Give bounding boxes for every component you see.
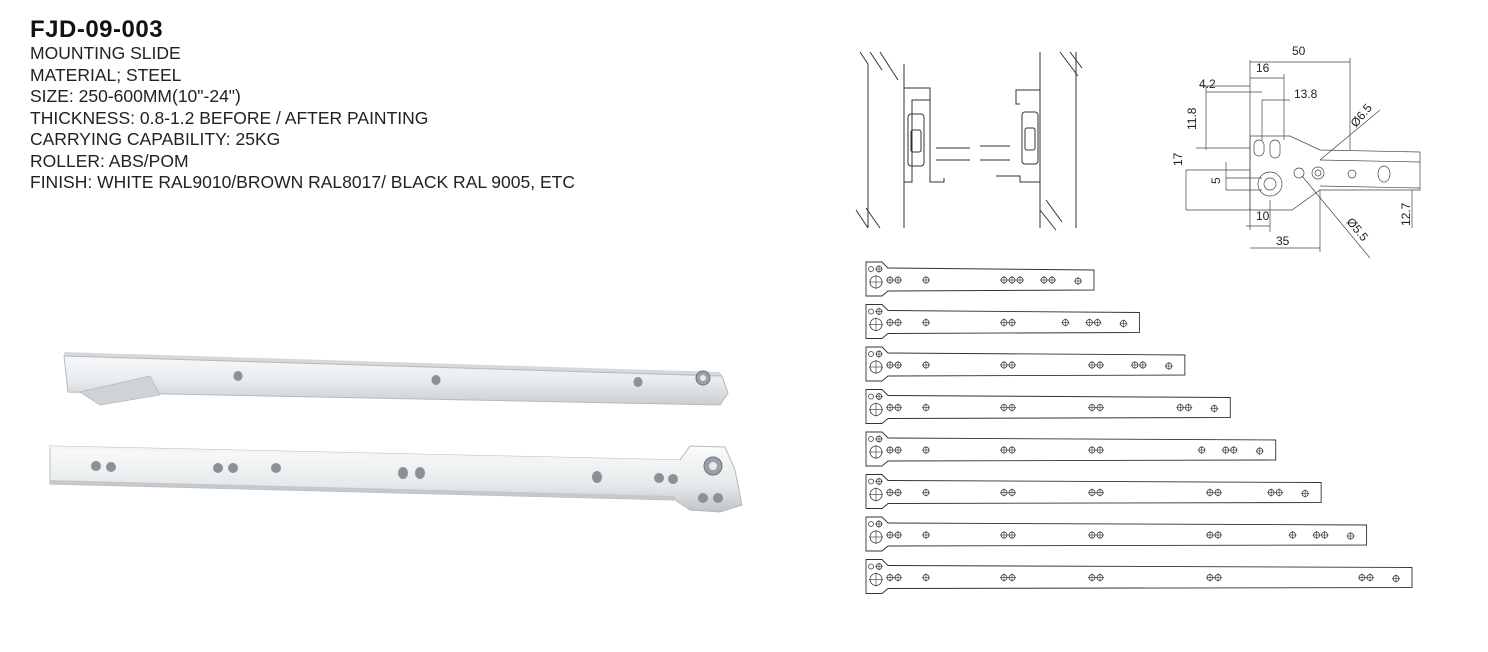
dim-label: 4.2: [1199, 77, 1216, 91]
spec-line: ROLLER: ABS/POM: [30, 150, 189, 171]
dim-label: Ø6.5: [1348, 101, 1376, 130]
rail-profile-500: [865, 474, 1322, 509]
dim-label: 5: [1209, 177, 1223, 184]
model-number: FJD-09-003: [30, 16, 164, 43]
dim-label: 17: [1171, 152, 1185, 166]
cabinet-slide-lower: [49, 445, 743, 513]
spec-line: CARRYING CAPABILITY: 25KG: [30, 129, 281, 149]
dim-label: 35: [1276, 234, 1290, 248]
spec-block: FJD-09-003 MOUNTING SLIDE MATERIAL; STEE…: [30, 16, 575, 194]
spec-line: THICKNESS: 0.8-1.2 BEFORE / AFTER PAINTI…: [30, 107, 429, 128]
rail-profile-300: [865, 304, 1140, 339]
rail-profile-250: [865, 261, 1095, 297]
rail-profile-400: [865, 389, 1231, 424]
dim-label: 11.8: [1185, 107, 1199, 130]
rail-profile-550: [865, 516, 1368, 552]
dim-label: Ø5.5: [1344, 215, 1372, 244]
rail-profile-350: [865, 346, 1186, 382]
drawer-slide-upper: [63, 352, 729, 406]
dim-label: 16: [1256, 61, 1270, 75]
dim-label: 10: [1256, 209, 1270, 223]
rail-profile-600: [865, 559, 1413, 594]
spec-line: FINISH: WHITE RAL9010/BROWN RAL8017/ BLA…: [30, 172, 575, 192]
dim-label: 12.7: [1399, 202, 1413, 226]
dim-label: 13.8: [1294, 87, 1318, 101]
spec-line: MATERIAL; STEEL: [30, 64, 182, 85]
spec-line: MOUNTING SLIDE: [30, 43, 181, 63]
dim-label: 50: [1292, 44, 1306, 58]
spec-line: SIZE: 250-600MM(10"-24"): [30, 86, 241, 106]
rail-profile-450: [865, 431, 1277, 467]
